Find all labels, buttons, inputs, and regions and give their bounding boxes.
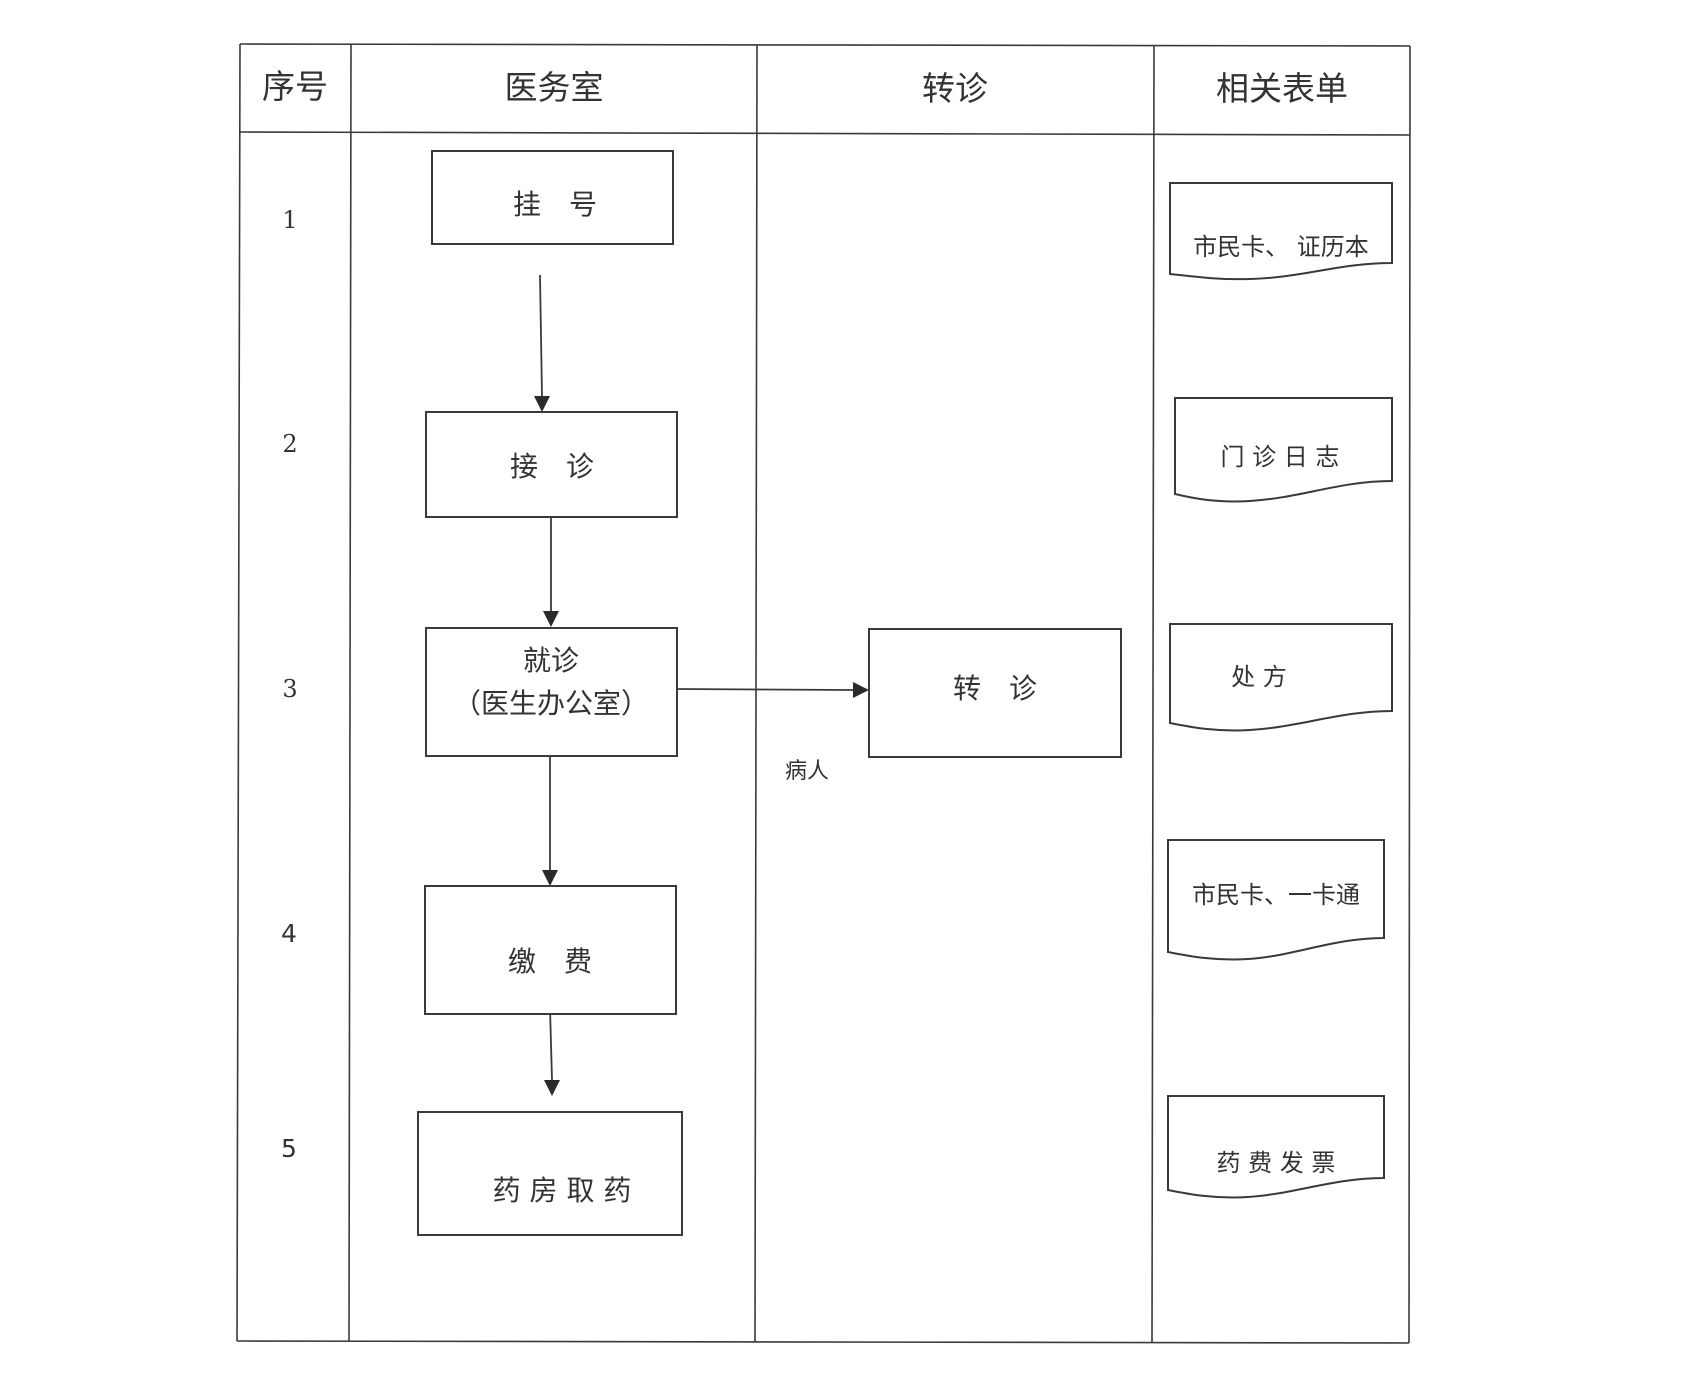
related-forms: 市民卡、 证历本 门 诊 日 志 处 方 市民卡、一卡通 药 费 发 票: [1167, 182, 1393, 1199]
table-border-right: [1408, 45, 1411, 1344]
svg-text:市民卡、一卡通: 市民卡、一卡通: [1192, 881, 1360, 909]
arrow-register-to-reception: [539, 274, 543, 397]
svg-text:缴 费: 缴 费: [508, 945, 592, 978]
form-doc-3: 处 方: [1169, 623, 1393, 732]
row-number-2: 2: [282, 430, 297, 458]
column-divider-2: [754, 44, 758, 1343]
column-divider-1: [348, 43, 352, 1342]
svg-text:接 诊: 接 诊: [510, 450, 594, 483]
arrowhead-down-1: [534, 396, 550, 412]
step-reception: 接 诊: [425, 411, 678, 518]
row-number-1: 1: [282, 206, 297, 234]
arrowhead-down-3: [542, 870, 558, 886]
arrow-payment-to-pharmacy: [549, 1007, 553, 1081]
step-visit: 就诊 （医生办公室）: [425, 627, 678, 757]
svg-text:药 房 取 药: 药 房 取 药: [493, 1174, 632, 1207]
svg-text:药 费 发 票: 药 费 发 票: [1217, 1149, 1336, 1177]
svg-text:就诊: 就诊: [523, 644, 579, 677]
row-number-4: 4: [281, 919, 297, 948]
table-border-bottom: [236, 1340, 1410, 1344]
row-numbers: 1 2 3 4 5: [281, 206, 298, 1163]
svg-text:处 方: 处 方: [1231, 663, 1287, 691]
arrow-visit-to-referral: [676, 688, 854, 691]
arrowhead-right: [853, 682, 869, 698]
row-number-5: 5: [281, 1134, 297, 1163]
form-doc-5: 药 费 发 票: [1167, 1095, 1385, 1199]
svg-text:市民卡、 证历本: 市民卡、 证历本: [1193, 233, 1369, 261]
connectors: 病人: [534, 274, 869, 1096]
arrowhead-down-4: [544, 1080, 560, 1096]
svg-text:门 诊 日 志: 门 诊 日 志: [1221, 443, 1340, 471]
process-steps: 挂 号 接 诊 就诊 （医生办公室） 缴 费 药 房 取 药 转 诊: [417, 150, 1122, 1236]
header-seq: 序号: [262, 67, 328, 106]
header-referral: 转诊: [922, 69, 988, 108]
header-divider: [239, 131, 1411, 136]
step-register: 挂 号: [431, 150, 674, 245]
header-office: 医务室: [505, 68, 604, 107]
svg-text:挂 号: 挂 号: [513, 188, 597, 221]
step-payment: 缴 费: [424, 885, 677, 1015]
table-grid: [236, 43, 1411, 1344]
step-referral: 转 诊: [868, 628, 1122, 758]
column-divider-3: [1151, 44, 1155, 1343]
arrowhead-down-2: [543, 611, 559, 627]
form-doc-2: 门 诊 日 志: [1174, 397, 1393, 503]
svg-text:（医生办公室）: （医生办公室）: [453, 687, 649, 720]
form-doc-1: 市民卡、 证历本: [1169, 182, 1393, 281]
svg-text:转 诊: 转 诊: [953, 672, 1037, 705]
step-pharmacy: 药 房 取 药: [417, 1111, 683, 1236]
form-doc-4: 市民卡、一卡通: [1167, 839, 1385, 961]
table-border-left: [236, 43, 241, 1342]
connector-label-patient: 病人: [785, 759, 829, 784]
table-border-top: [239, 43, 1411, 47]
header-forms: 相关表单: [1216, 69, 1348, 108]
row-number-3: 3: [282, 675, 297, 703]
table-header: 序号 医务室 转诊 相关表单: [262, 67, 1348, 108]
